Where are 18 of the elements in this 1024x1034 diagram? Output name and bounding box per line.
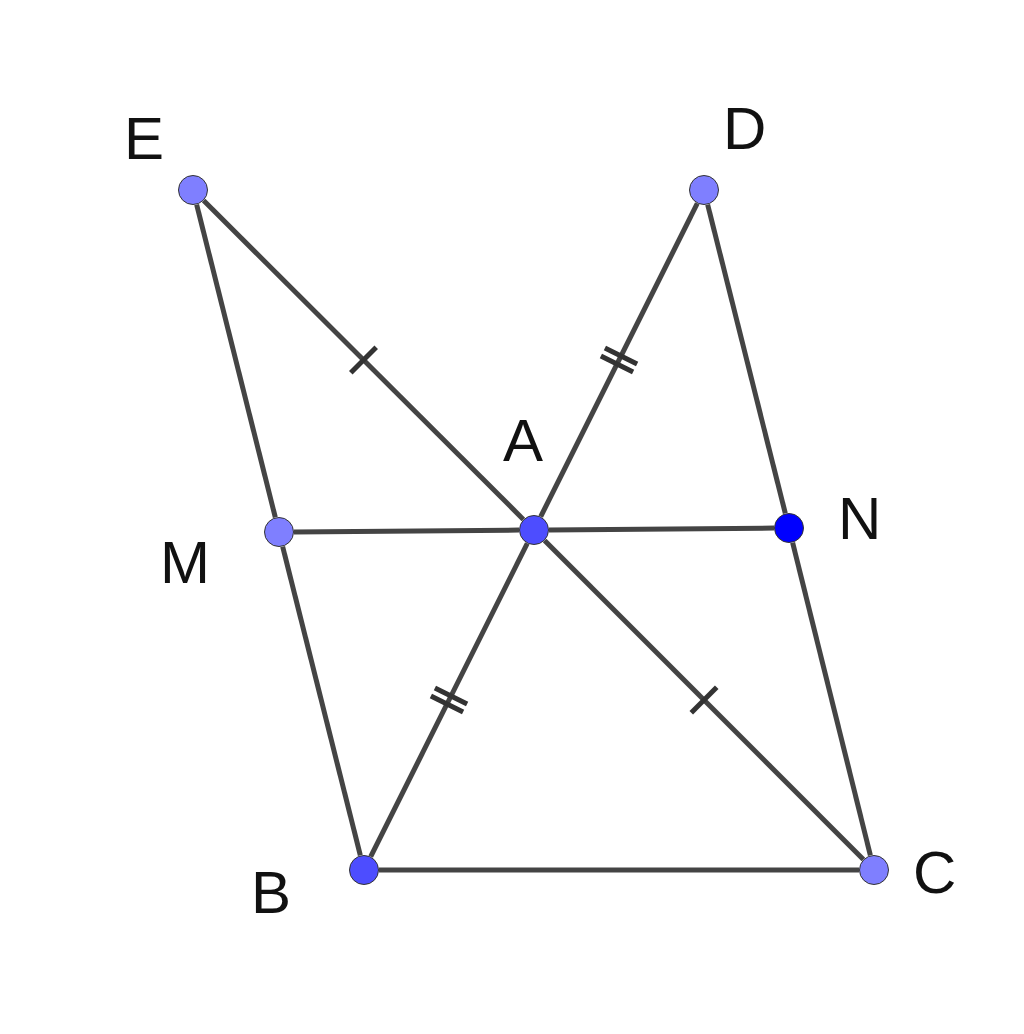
line-segment — [542, 538, 866, 862]
point-label: B — [251, 863, 292, 923]
line-segment — [549, 525, 774, 533]
line-segment — [379, 867, 859, 873]
point-label: C — [913, 843, 957, 903]
point-label: N — [838, 489, 882, 549]
point-label: D — [723, 99, 767, 159]
line-segment — [280, 545, 363, 857]
line-segment — [294, 527, 519, 535]
line-segment — [790, 541, 873, 857]
line-segment — [194, 203, 278, 519]
line-segment — [705, 203, 788, 515]
line-segment — [201, 198, 526, 522]
point-label: A — [503, 411, 544, 471]
line-segment — [368, 542, 530, 858]
line-segment — [538, 202, 700, 518]
point-label: E — [124, 109, 165, 169]
point-label: M — [160, 533, 210, 593]
